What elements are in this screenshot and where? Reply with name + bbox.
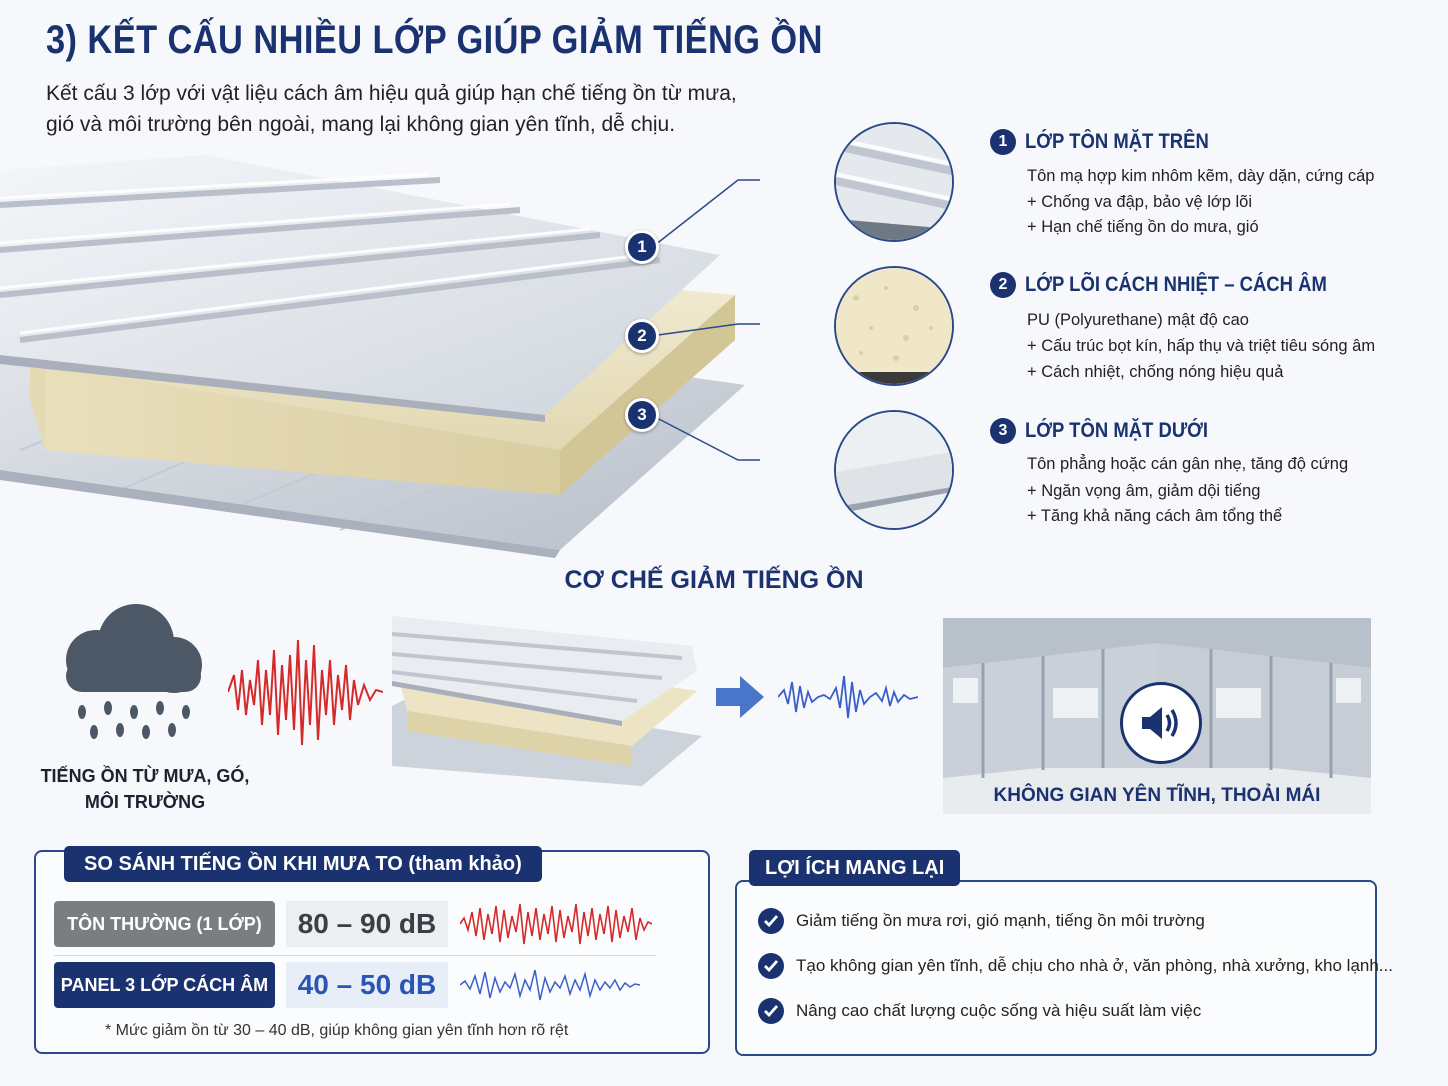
number-2-icon: 2 — [990, 272, 1016, 298]
benefits-title: LỢI ÍCH MANG LẠI — [749, 850, 961, 886]
layer-2-desc: PU (Polyurethane) mật độ cao — [1027, 311, 1249, 329]
page-title: 3) KẾT CẤU NHIỀU LỚP GIÚP GIẢM TIẾNG ỒN — [46, 18, 823, 62]
regular-roof-label: TÔN THƯỜNG (1 LỚP) — [54, 901, 275, 947]
mechanism-title: CƠ CHẾ GIẢM TIẾNG ỒN — [564, 566, 864, 594]
benefits-box — [735, 880, 1377, 1056]
layer-3-point-1: + Ngăn vọng âm, giảm dội tiếng — [1027, 482, 1261, 500]
layer-1-title: LỚP TÔN MẶT TRÊN — [1025, 130, 1209, 153]
divider — [54, 955, 656, 956]
layer-1-desc: Tôn mạ hợp kim nhôm kẽm, dày dặn, cứng c… — [1027, 167, 1375, 185]
benefit-item-2: Tạo không gian yên tĩnh, dễ chịu cho nhà… — [758, 953, 1393, 979]
sandwich-panel-illustration — [0, 155, 760, 558]
zoom-top-sheet — [834, 122, 954, 242]
layer-badge-3: 3 — [625, 398, 659, 432]
leader-lines — [654, 179, 760, 461]
comparison-note: * Mức giảm ồn từ 30 – 40 dB, giúp không … — [105, 1022, 569, 1039]
zoom-foam-core — [834, 266, 954, 386]
number-3-icon: 3 — [990, 418, 1016, 444]
layer-2-point-1: + Cấu trúc bọt kín, hấp thụ và triệt tiê… — [1027, 337, 1376, 355]
layer-2-title: LỚP LÕI CÁCH NHIỆT – CÁCH ÂM — [1025, 273, 1327, 296]
quiet-wave-icon — [778, 675, 918, 719]
layer-badge-1: 1 — [625, 230, 659, 264]
loud-wave-icon — [228, 639, 383, 746]
quiet-space-label: KHÔNG GIAN YÊN TĨNH, THOẢI MÁI — [993, 785, 1321, 806]
regular-roof-db: 80 – 90 dB — [286, 901, 448, 947]
benefit-item-3: Nâng cao chất lượng cuộc sống và hiệu su… — [758, 998, 1201, 1024]
panel-3-layer-label: PANEL 3 LỚP CÁCH ÂM — [54, 962, 275, 1008]
warehouse-interior-image — [943, 618, 1371, 814]
zoom-bottom-sheet — [834, 410, 954, 530]
quiet-noise-wave-icon — [460, 969, 640, 1001]
layer-1-point-2: + Hạn chế tiếng ồn do mưa, gió — [1027, 218, 1259, 236]
noise-source-label-line-2: MÔI TRƯỜNG — [84, 792, 206, 812]
speaker-icon — [1120, 682, 1202, 764]
layer-badge-2: 2 — [625, 319, 659, 353]
benefit-text-2: Tạo không gian yên tĩnh, dễ chịu cho nhà… — [796, 956, 1393, 975]
arrow-right-icon — [716, 676, 764, 718]
check-icon — [758, 953, 784, 979]
number-1-icon: 1 — [990, 129, 1016, 155]
intro-line-1: Kết cấu 3 lớp với vật liệu cách âm hiệu … — [46, 82, 737, 105]
layer-3-desc: Tôn phẳng hoặc cán gân nhẹ, tăng độ cứng — [1027, 455, 1349, 473]
rain-cloud-icon — [66, 604, 202, 739]
benefit-item-1: Giảm tiếng ồn mưa rơi, gió mạnh, tiếng ồ… — [758, 908, 1205, 934]
check-icon — [758, 998, 784, 1024]
benefit-text-1: Giảm tiếng ồn mưa rơi, gió mạnh, tiếng ồ… — [796, 911, 1205, 930]
comparison-box — [34, 850, 710, 1054]
layer-1-heading: 1 LỚP TÔN MẶT TRÊN — [990, 129, 1234, 155]
intro-line-2: gió và môi trường bên ngoài, mang lại kh… — [46, 113, 676, 136]
layer-2-heading: 2 LỚP LÕI CÁCH NHIỆT – CÁCH ÂM — [990, 272, 1368, 298]
comparison-title: SO SÁNH TIẾNG ỒN KHI MƯA TO (tham khảo) — [64, 846, 542, 882]
layer-2-point-2: + Cách nhiệt, chống nóng hiệu quả — [1027, 363, 1284, 381]
loud-noise-wave-icon — [460, 903, 652, 945]
layer-3-heading: 3 LỚP TÔN MẶT DƯỚI — [990, 418, 1233, 444]
layer-3-point-2: + Tăng khả năng cách âm tổng thể — [1027, 507, 1283, 525]
benefit-text-3: Nâng cao chất lượng cuộc sống và hiệu su… — [796, 1001, 1202, 1020]
check-icon — [758, 908, 784, 934]
layer-1-point-1: + Chống va đập, bảo vệ lớp lõi — [1027, 193, 1253, 211]
panel-3-layer-db: 40 – 50 dB — [286, 962, 448, 1008]
noise-source-label-line-1: TIẾNG ỒN TỪ MƯA, GÓ, — [40, 766, 250, 786]
noise-source-label: TIẾNG ỒN TỪ MƯA, GÓ, MÔI TRƯỜNG — [20, 763, 270, 815]
panel-thumbnail — [392, 616, 702, 786]
layer-3-title: LỚP TÔN MẶT DƯỚI — [1025, 419, 1209, 442]
top-sheet — [0, 155, 720, 422]
